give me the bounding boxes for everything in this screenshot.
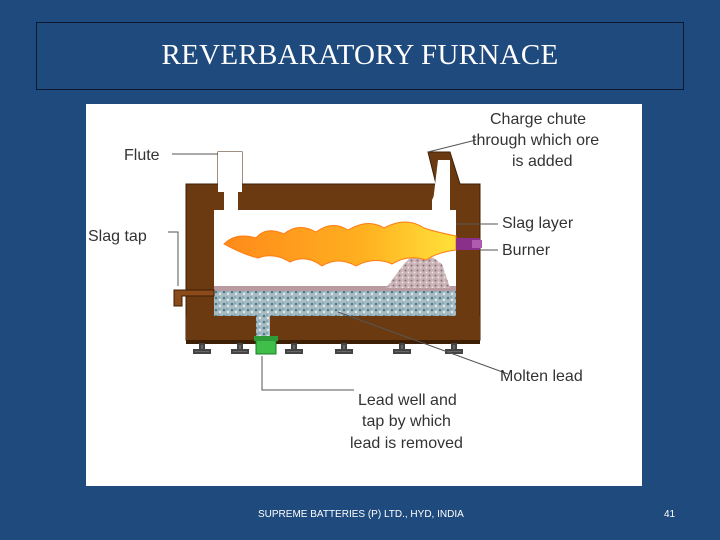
furnace-diagram: Flute Charge chute through which ore is … (86, 104, 642, 486)
slag-layer-band (214, 286, 456, 291)
label-charge-chute-line-1: Charge chute (490, 111, 586, 128)
label-burner: Burner (502, 242, 551, 259)
slag-tap-pipe (173, 289, 215, 307)
page-number: 41 (664, 509, 676, 520)
footer-text: SUPREME BATTERIES (P) LTD., HYD, INDIA (258, 509, 464, 520)
support-legs (193, 343, 463, 354)
leader-lines (168, 139, 509, 391)
title-box: REVERBARATORY FURNACE (36, 22, 684, 90)
label-charge-chute-line-2: through which ore (472, 132, 599, 149)
ore-heap (386, 252, 450, 288)
label-slag-tap: Slag tap (88, 228, 147, 245)
furnace-diagram-svg: Flute Charge chute through which ore is … (88, 111, 599, 452)
slide-title: REVERBARATORY FURNACE (161, 38, 559, 71)
lead-tap (255, 339, 277, 355)
label-lead-well-line-3: lead is removed (350, 435, 463, 452)
label-lead-well-line-2: tap by which (362, 413, 451, 430)
label-flute: Flute (124, 147, 160, 164)
label-molten-lead: Molten lead (500, 368, 583, 385)
lead-well-column (256, 304, 270, 340)
label-slag-layer: Slag layer (502, 215, 574, 232)
molten-lead-bath (214, 290, 456, 316)
label-lead-well-line-1: Lead well and (358, 392, 457, 409)
label-charge-chute-line-3: is added (512, 153, 573, 170)
